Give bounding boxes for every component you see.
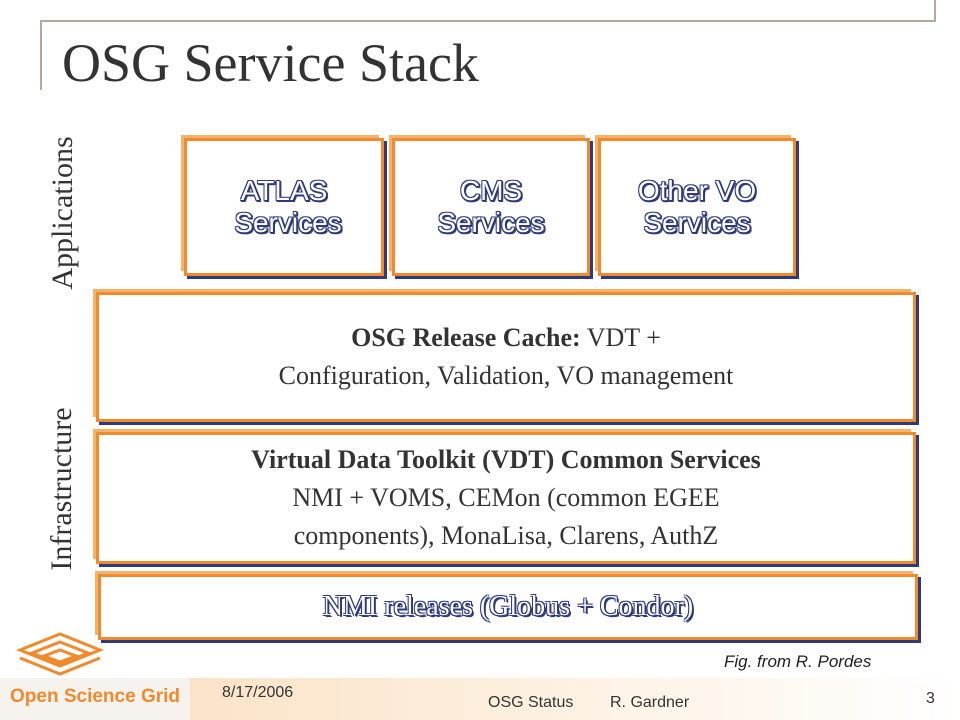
atlas-services-box: ATLAS Services xyxy=(184,138,384,276)
footer-date: 8/17/2006 xyxy=(222,684,294,701)
other-vo-services-line1: Other VO xyxy=(637,175,757,206)
nmi-layer: NMI releases (Globus + Condor) xyxy=(98,574,918,640)
footer-author: R. Gardner xyxy=(610,694,690,711)
figure-credit: Fig. from R. Pordes xyxy=(724,652,872,671)
cms-services-line2: Services xyxy=(437,207,545,238)
vdt-line3: components), MonaLisa, Clarens, AuthZ xyxy=(293,521,719,550)
other-vo-services-line2: Services xyxy=(643,207,751,238)
cms-services-line1: CMS xyxy=(459,175,523,206)
cms-services-box: CMS Services xyxy=(392,138,590,276)
slide-title: OSG Service Stack xyxy=(62,33,479,93)
footer-bar xyxy=(190,678,960,720)
footer-page-number: 3 xyxy=(926,690,935,707)
infrastructure-side-label: Infrastructure xyxy=(45,407,78,571)
footer-logo-area xyxy=(0,678,190,720)
release-cache-suffix: VDT + xyxy=(580,323,661,352)
slide-left-rule xyxy=(40,20,42,90)
slide-right-rule xyxy=(934,0,936,22)
vdt-text: Virtual Data Toolkit (VDT) Common Servic… xyxy=(251,441,761,555)
release-cache-layer: OSG Release Cache: VDT + Configuration, … xyxy=(96,292,916,422)
other-vo-services-box: Other VO Services xyxy=(598,138,796,276)
footer-status: OSG Status xyxy=(488,694,574,711)
release-cache-text: OSG Release Cache: VDT + Configuration, … xyxy=(279,319,734,395)
atlas-services-line2: Services xyxy=(234,207,342,238)
release-cache-line2: Configuration, Validation, VO management xyxy=(278,361,734,390)
footer-logo-text: Open Science Grid xyxy=(10,686,180,707)
vdt-layer: Virtual Data Toolkit (VDT) Common Servic… xyxy=(96,432,916,564)
nmi-text: NMI releases (Globus + Condor) xyxy=(322,591,694,622)
slide-top-rule xyxy=(40,20,936,22)
osg-logo-icon xyxy=(15,632,105,676)
atlas-services-line1: ATLAS xyxy=(240,175,328,206)
vdt-line2: NMI + VOMS, CEMon (common EGEE xyxy=(292,483,720,512)
vdt-heading: Virtual Data Toolkit (VDT) Common Servic… xyxy=(251,445,761,474)
release-cache-heading: OSG Release Cache: xyxy=(351,323,581,352)
applications-side-label: Applications xyxy=(46,136,79,290)
